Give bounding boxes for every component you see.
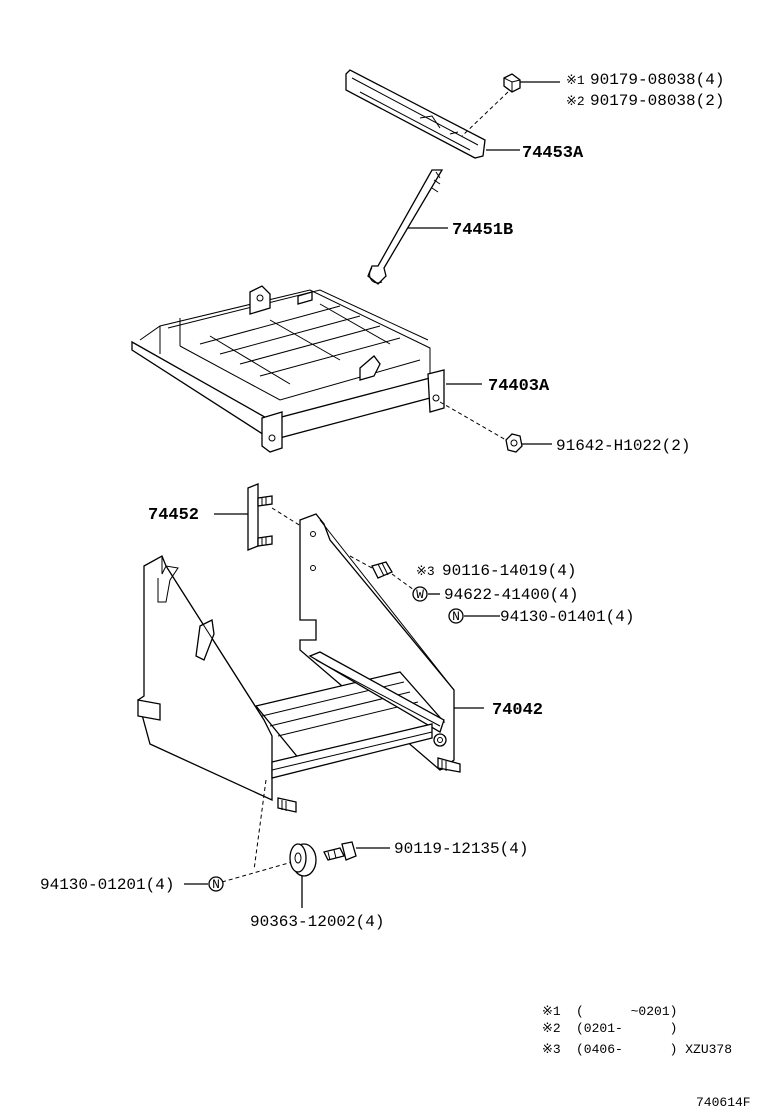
- rod-part: [367, 169, 444, 285]
- callout-rod: 74451B: [452, 221, 513, 240]
- callout-bolt-bottom: 90119-12135(4): [394, 840, 528, 858]
- svg-text:W: W: [416, 587, 424, 602]
- callout-tray-nut: 91642-H1022(2): [556, 437, 690, 455]
- drawing-number: 740614F: [696, 1095, 751, 1110]
- svg-text:N: N: [452, 609, 460, 624]
- bolt-bottom-part: [323, 841, 357, 861]
- callout-bracket: 74452: [148, 506, 199, 525]
- callout-cushion: 90363-12002(4): [250, 913, 384, 931]
- callout-bolt-3-mark: ※3: [416, 564, 435, 579]
- callout-washer: 94622-41400(4): [444, 586, 578, 604]
- callout-bolt-3: 90116-14019(4): [442, 562, 576, 580]
- tray-part: [131, 285, 445, 453]
- callout-nut-right: 94130-01401(4): [500, 608, 634, 626]
- note-1-mark: ※1: [542, 1004, 561, 1019]
- note-3-mark: ※3: [542, 1042, 561, 1057]
- notes-block: ※1 ( ~0201) ※2 (0201- ) ※3 (0406- ) XZU3…: [542, 1004, 732, 1057]
- bolt-3-part: [371, 561, 393, 579]
- note-2-text: (0201- ): [576, 1021, 677, 1036]
- tray-nut-part: [505, 433, 523, 453]
- carrier-part: [137, 513, 461, 813]
- nut-left-symbol: N: [208, 876, 224, 892]
- callout-nut-left: 94130-01201(4): [40, 876, 174, 894]
- svg-text:N: N: [212, 877, 220, 892]
- note-3-text: (0406- ) XZU378: [576, 1042, 732, 1057]
- bracket-part: [247, 483, 273, 551]
- callout-nut-top-1: 90179-08038(4): [590, 71, 724, 89]
- callout-carrier: 74042: [492, 701, 543, 720]
- clamp-part: [345, 69, 486, 159]
- note-2-mark: ※2: [542, 1021, 561, 1036]
- callout-clamp: 74453A: [522, 144, 584, 163]
- callout-nut-top-2-mark: ※2: [566, 94, 585, 109]
- callout-tray: 74403A: [488, 377, 550, 396]
- callout-nut-top-1-mark: ※1: [566, 73, 585, 88]
- callout-nut-top-2: 90179-08038(2): [590, 92, 724, 110]
- cushion-part: [289, 843, 317, 877]
- top-nut-part: [503, 73, 521, 93]
- note-1-text: ( ~0201): [576, 1004, 677, 1019]
- washer-symbol: W: [412, 586, 428, 602]
- nut-right-symbol: N: [448, 608, 464, 624]
